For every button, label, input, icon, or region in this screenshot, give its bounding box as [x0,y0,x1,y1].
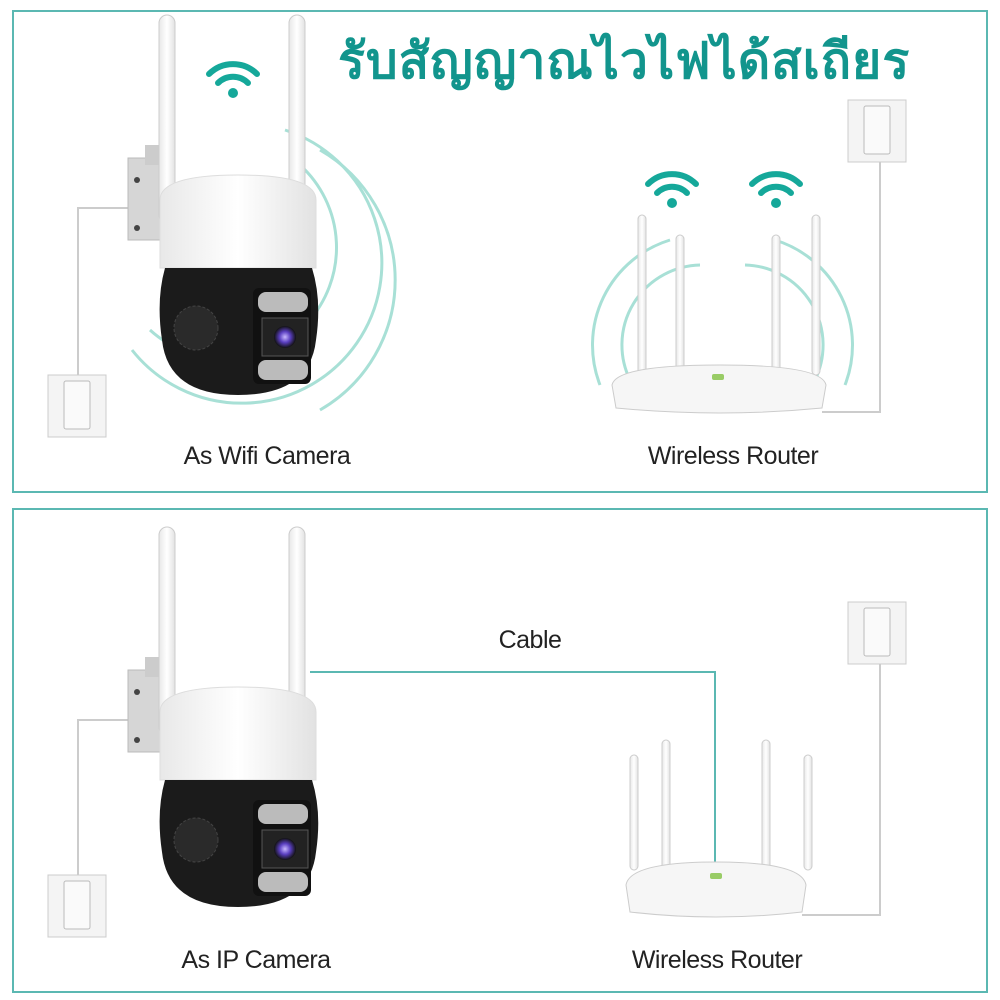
network-cable [310,671,716,868]
cable-label: Cable [498,626,562,654]
power-outlet-icon [847,99,907,163]
wifi-camera-image [127,14,319,396]
wifi-icon [648,174,696,208]
ip-mode-panel [12,508,988,993]
power-outlet-icon [847,601,907,665]
power-outlet-icon [47,374,107,438]
power-cable [77,719,135,878]
wifi-camera-label: As Wifi Camera [183,442,351,470]
power-cable [77,207,135,378]
wireless-router-image [625,662,881,918]
page-title: รับสัญญาณไวไฟได้สเถียร [338,32,911,90]
ip-camera-image [127,526,319,908]
router-label: Wireless Router [647,442,819,470]
wifi-icon [752,174,800,208]
ip-camera-label: As IP Camera [181,946,331,974]
wifi-mode-panel [12,10,988,493]
wireless-router-image [611,160,881,414]
router-label: Wireless Router [631,946,803,974]
power-outlet-icon [47,874,107,938]
wifi-icon [209,64,257,98]
